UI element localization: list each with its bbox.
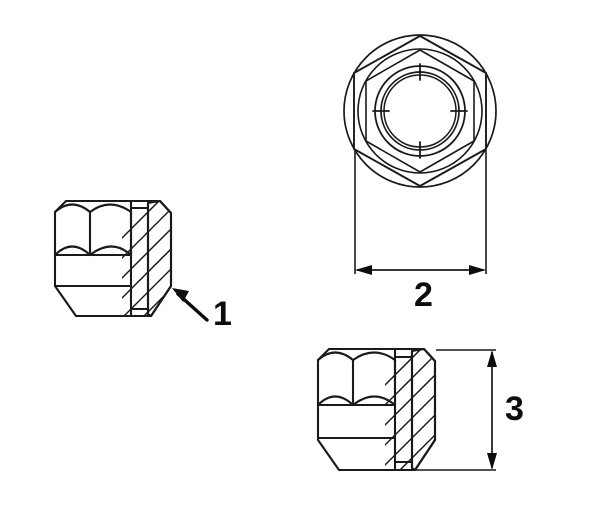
dim-arrowhead-2-right — [469, 265, 486, 275]
callout-label-2: 2 — [414, 276, 433, 314]
dim-arrowhead-3-bottom — [487, 453, 497, 470]
hex-chamfer-top-mid — [88, 203, 133, 214]
hex-chamfer-bot-mid — [88, 245, 133, 257]
callout-label-1: 1 — [213, 295, 232, 333]
hex-chamfer-top-left-b — [316, 351, 355, 362]
section-hatching-left — [122, 202, 171, 316]
dimension-2-group — [354, 150, 487, 275]
dim-arrowhead-2-left — [355, 265, 372, 275]
dim-arrowhead-3-top — [487, 350, 497, 367]
hex-chamfer-top-left — [53, 203, 92, 214]
thread-minor-circle — [383, 74, 457, 148]
callout-label-3: 3 — [505, 390, 524, 428]
hex-chamfer-bot-mid-b — [351, 395, 397, 407]
section-hatching-bottom — [385, 350, 435, 470]
hex-chamfer-top-mid-b — [351, 351, 397, 362]
view-side-bottom — [316, 347, 437, 472]
section-flank-left — [146, 199, 173, 318]
view-side-left — [53, 199, 173, 318]
hex-chamfer-bot-left — [53, 245, 92, 257]
circumscribed-circle — [343, 34, 497, 188]
callout-1-leader — [172, 288, 209, 322]
dimension-3-group — [416, 349, 497, 471]
center-tick-marks — [372, 63, 468, 159]
hex-chamfer-bot-left-b — [316, 395, 355, 407]
chamfer-circle — [357, 48, 483, 174]
nut-outline-left — [53, 199, 173, 318]
thread-major-circle — [380, 71, 460, 151]
hexagon-outer — [353, 35, 487, 187]
leader-arrowhead-1 — [172, 288, 189, 302]
section-flank-bottom — [410, 347, 437, 472]
view-top-plan — [343, 34, 497, 188]
